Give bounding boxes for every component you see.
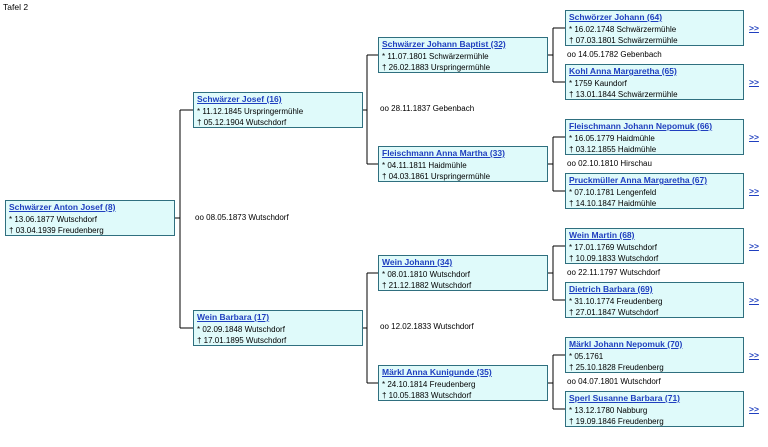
death-info: † 19.09.1846 Freudenberg <box>569 417 664 426</box>
marriage-info: oo 12.02.1833 Wutschdorf <box>380 322 474 331</box>
death-info: † 03.04.1939 Freudenberg <box>9 226 104 235</box>
person-box[interactable]: Wein Martin (68) * 17.01.1769 Wutschdorf… <box>565 228 744 264</box>
person-name-link[interactable]: Wein Martin (68) <box>569 230 635 240</box>
person-name-link[interactable]: Schwörzer Johann (64) <box>569 12 663 22</box>
person-name-link[interactable]: Schwärzer Anton Josef (8) <box>9 202 116 212</box>
person-box[interactable]: Sperl Susanne Barbara (71) * 13.12.1780 … <box>565 391 744 427</box>
person-box[interactable]: Pruckmüller Anna Margaretha (67) * 07.10… <box>565 173 744 209</box>
death-info: † 07.03.1801 Schwärzermühle <box>569 36 678 45</box>
person-name-link[interactable]: Wein Barbara (17) <box>197 312 270 322</box>
person-name-link[interactable]: Märkl Anna Kunigunde (35) <box>382 367 492 377</box>
death-info: † 13.01.1844 Schwärzermühle <box>569 90 678 99</box>
birth-info: * 04.11.1811 Haidmühle <box>382 160 467 170</box>
death-info: † 17.01.1895 Wutschdorf <box>197 336 287 345</box>
death-info: † 10.09.1833 Wutschdorf <box>569 254 659 263</box>
person-box[interactable]: Kohl Anna Margaretha (65) * 1759 Kaundor… <box>565 64 744 100</box>
marriage-info: oo 28.11.1837 Gebenbach <box>380 104 475 113</box>
birth-info: * 16.05.1779 Haidmühle <box>569 133 655 143</box>
death-info: † 14.10.1847 Haidmühle <box>569 199 657 208</box>
person-box[interactable]: Wein Johann (34) * 08.01.1810 Wutschdorf… <box>378 255 548 291</box>
birth-info: * 07.10.1781 Lengenfeld <box>569 187 657 197</box>
more-ancestors-link[interactable]: >> <box>749 350 759 360</box>
person-name-link[interactable]: Sperl Susanne Barbara (71) <box>569 393 681 403</box>
person-name-link[interactable]: Fleischmann Johann Nepomuk (66) <box>569 121 713 131</box>
birth-info: * 16.02.1748 Schwärzermühle <box>569 24 677 34</box>
page-title: Tafel 2 <box>3 2 29 12</box>
person-name-link[interactable]: Dietrich Barbara (69) <box>569 284 653 294</box>
person-box[interactable]: Schwärzer Anton Josef (8) * 13.06.1877 W… <box>5 200 175 236</box>
birth-info: * 17.01.1769 Wutschdorf <box>569 242 657 252</box>
more-ancestors-link[interactable]: >> <box>749 241 759 251</box>
marriage-info: oo 08.05.1873 Wutschdorf <box>195 213 289 222</box>
more-ancestors-link[interactable]: >> <box>749 23 759 33</box>
person-box[interactable]: Schwärzer Josef (16) * 11.12.1845 Urspri… <box>193 92 363 128</box>
birth-info: * 31.10.1774 Freudenberg <box>569 296 663 306</box>
person-name-link[interactable]: Fleischmann Anna Martha (33) <box>382 148 505 158</box>
death-info: † 10.05.1883 Wutschdorf <box>382 391 472 400</box>
more-ancestors-link[interactable]: >> <box>749 295 759 305</box>
more-ancestors-link[interactable]: >> <box>749 404 759 414</box>
person-name-link[interactable]: Schwärzer Josef (16) <box>197 94 282 104</box>
death-info: † 25.10.1828 Freudenberg <box>569 363 664 372</box>
birth-info: * 24.10.1814 Freudenberg <box>382 379 476 389</box>
death-info: † 05.12.1904 Wutschdorf <box>197 118 287 127</box>
person-box[interactable]: Dietrich Barbara (69) * 31.10.1774 Freud… <box>565 282 744 318</box>
person-box[interactable]: Märkl Anna Kunigunde (35) * 24.10.1814 F… <box>378 365 548 401</box>
more-ancestors-link[interactable]: >> <box>749 132 759 142</box>
person-box[interactable]: Schwärzer Johann Baptist (32) * 11.07.18… <box>378 37 548 73</box>
marriage-info: oo 04.07.1801 Wutschdorf <box>567 377 661 386</box>
person-name-link[interactable]: Märkl Johann Nepomuk (70) <box>569 339 683 349</box>
person-name-link[interactable]: Pruckmüller Anna Margaretha (67) <box>569 175 708 185</box>
marriage-info: oo 22.11.1797 Wutschdorf <box>567 268 661 277</box>
person-box[interactable]: Fleischmann Anna Martha (33) * 04.11.181… <box>378 146 548 182</box>
birth-info: * 11.07.1801 Schwärzermühle <box>382 51 489 61</box>
person-box[interactable]: Wein Barbara (17) * 02.09.1848 Wutschdor… <box>193 310 363 346</box>
death-info: † 27.01.1847 Wutschdorf <box>569 308 659 317</box>
birth-info: * 1759 Kaundorf <box>569 78 627 88</box>
person-name-link[interactable]: Wein Johann (34) <box>382 257 453 267</box>
death-info: † 03.12.1855 Haidmühle <box>569 145 657 154</box>
person-name-link[interactable]: Schwärzer Johann Baptist (32) <box>382 39 506 49</box>
birth-info: * 08.01.1810 Wutschdorf <box>382 269 470 279</box>
death-info: † 21.12.1882 Wutschdorf <box>382 281 472 290</box>
death-info: † 26.02.1883 Urspringermühle <box>382 63 491 72</box>
person-name-link[interactable]: Kohl Anna Margaretha (65) <box>569 66 677 76</box>
birth-info: * 05.1761 <box>569 351 604 361</box>
person-box[interactable]: Märkl Johann Nepomuk (70) * 05.1761 † 25… <box>565 337 744 373</box>
birth-info: * 11.12.1845 Urspringermühle <box>197 106 304 116</box>
birth-info: * 13.12.1780 Nabburg <box>569 405 648 415</box>
marriage-info: oo 02.10.1810 Hirschau <box>567 159 652 168</box>
more-ancestors-link[interactable]: >> <box>749 77 759 87</box>
person-box[interactable]: Fleischmann Johann Nepomuk (66) * 16.05.… <box>565 119 744 155</box>
more-ancestors-link[interactable]: >> <box>749 186 759 196</box>
death-info: † 04.03.1861 Urspringermühle <box>382 172 491 181</box>
marriage-info: oo 14.05.1782 Gebenbach <box>567 50 662 59</box>
birth-info: * 02.09.1848 Wutschdorf <box>197 324 285 334</box>
birth-info: * 13.06.1877 Wutschdorf <box>9 214 97 224</box>
person-box[interactable]: Schwörzer Johann (64) * 16.02.1748 Schwä… <box>565 10 744 46</box>
